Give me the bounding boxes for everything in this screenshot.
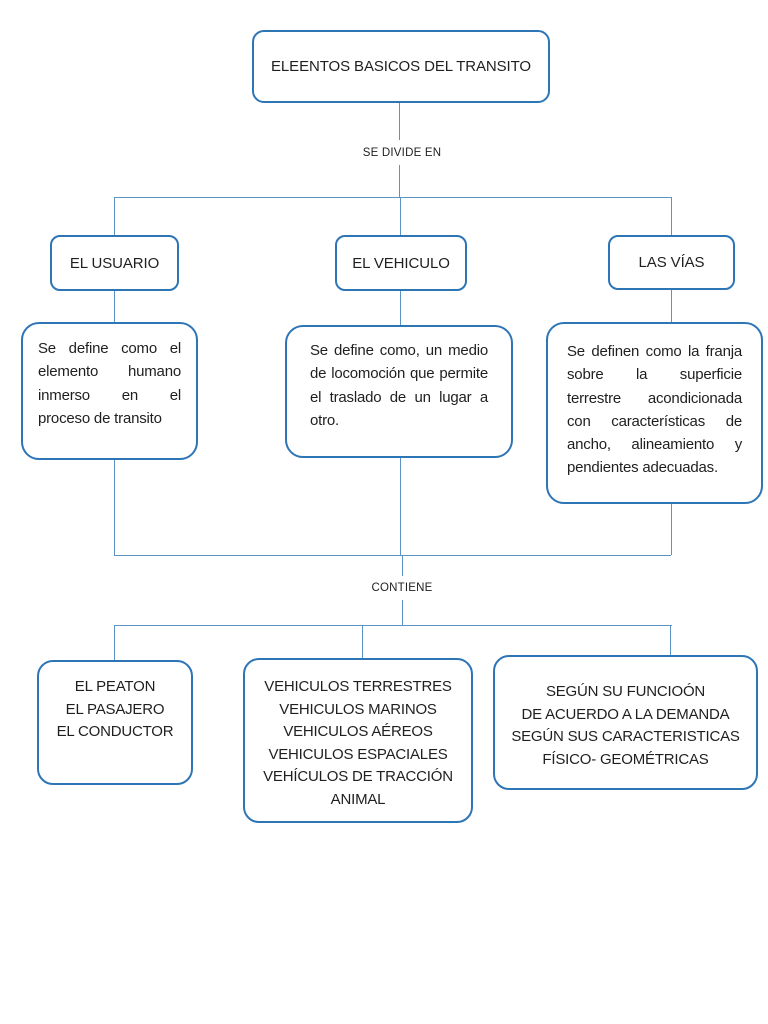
connector bbox=[114, 555, 671, 556]
connector bbox=[114, 460, 115, 555]
vias-box-label: LAS VÍAS bbox=[638, 254, 705, 271]
vehiculo-box-label: EL VEHICULO bbox=[352, 254, 450, 272]
usuario-definition-text: Se define como el elemento humano inmers… bbox=[38, 340, 181, 427]
connector bbox=[114, 197, 672, 198]
usuario-box-label: EL USUARIO bbox=[69, 254, 160, 272]
connector bbox=[670, 625, 671, 655]
usuario-items-box: EL PEATON EL PASAJERO EL CONDUCTOR bbox=[37, 660, 193, 785]
vias-definition-box: Se definen como la franja sobre la super… bbox=[546, 322, 763, 504]
item-line: FÍSICO- GEOMÉTRICAS bbox=[542, 750, 709, 768]
connector bbox=[671, 504, 672, 555]
vehiculo-definition-text: Se define como, un medio de locomoción q… bbox=[310, 342, 488, 429]
item-line: VEHICULOS ESPACIALES bbox=[268, 745, 448, 763]
usuario-definition-box: Se define como el elemento humano inmers… bbox=[21, 322, 198, 460]
item-line: EL PEATON bbox=[74, 678, 156, 695]
item-line: EL PASAJERO bbox=[65, 700, 165, 718]
contiene-label: CONTIENE bbox=[352, 582, 452, 594]
connector bbox=[400, 291, 401, 325]
usuario-items-list: EL PEATON EL PASAJERO EL CONDUCTOR bbox=[49, 676, 181, 744]
vehiculo-definition-box: Se define como, un medio de locomoción q… bbox=[285, 325, 513, 458]
vehiculo-items-list: VEHICULOS TERRESTRES VEHICULOS MARINOS V… bbox=[255, 676, 461, 811]
item-line: SEGÚN SU FUNCIOÓN bbox=[545, 683, 706, 700]
connector bbox=[671, 290, 672, 322]
connector bbox=[114, 197, 115, 235]
item-line: VEHICULOS AÉREOS bbox=[283, 723, 433, 740]
item-line: VEHÍCULOS DE TRACCIÓN ANIMAL bbox=[263, 768, 453, 808]
connector bbox=[114, 625, 115, 660]
connector bbox=[362, 625, 363, 658]
connector bbox=[114, 291, 115, 322]
usuario-box: EL USUARIO bbox=[50, 235, 179, 291]
connector bbox=[400, 458, 401, 555]
connector bbox=[671, 197, 672, 235]
vias-items-box: SEGÚN SU FUNCIOÓN DE ACUERDO A LA DEMAND… bbox=[493, 655, 758, 790]
item-line: DE ACUERDO A LA DEMANDA bbox=[521, 705, 730, 723]
vias-box: LAS VÍAS bbox=[608, 235, 735, 290]
item-line: EL CONDUCTOR bbox=[56, 723, 174, 740]
root-box-label: ELEENTOS BASICOS DEL TRANSITO bbox=[271, 58, 531, 75]
item-line: VEHICULOS MARINOS bbox=[279, 700, 437, 718]
connector bbox=[402, 600, 403, 625]
connector bbox=[402, 555, 403, 576]
root-box: ELEENTOS BASICOS DEL TRANSITO bbox=[252, 30, 550, 103]
vehiculo-items-box: VEHICULOS TERRESTRES VEHICULOS MARINOS V… bbox=[243, 658, 473, 823]
vias-items-list: SEGÚN SU FUNCIOÓN DE ACUERDO A LA DEMAND… bbox=[505, 681, 746, 771]
connector bbox=[400, 197, 401, 235]
item-line: SEGÚN SUS CARACTERISTICAS bbox=[511, 728, 740, 745]
item-line: VEHICULOS TERRESTRES bbox=[264, 678, 452, 695]
vias-definition-text: Se definen como la franja sobre la super… bbox=[567, 343, 742, 477]
connector bbox=[399, 103, 400, 140]
divide-label: SE DIVIDE EN bbox=[342, 147, 462, 159]
vehiculo-box: EL VEHICULO bbox=[335, 235, 467, 291]
connector bbox=[399, 165, 400, 197]
connector bbox=[114, 625, 672, 626]
